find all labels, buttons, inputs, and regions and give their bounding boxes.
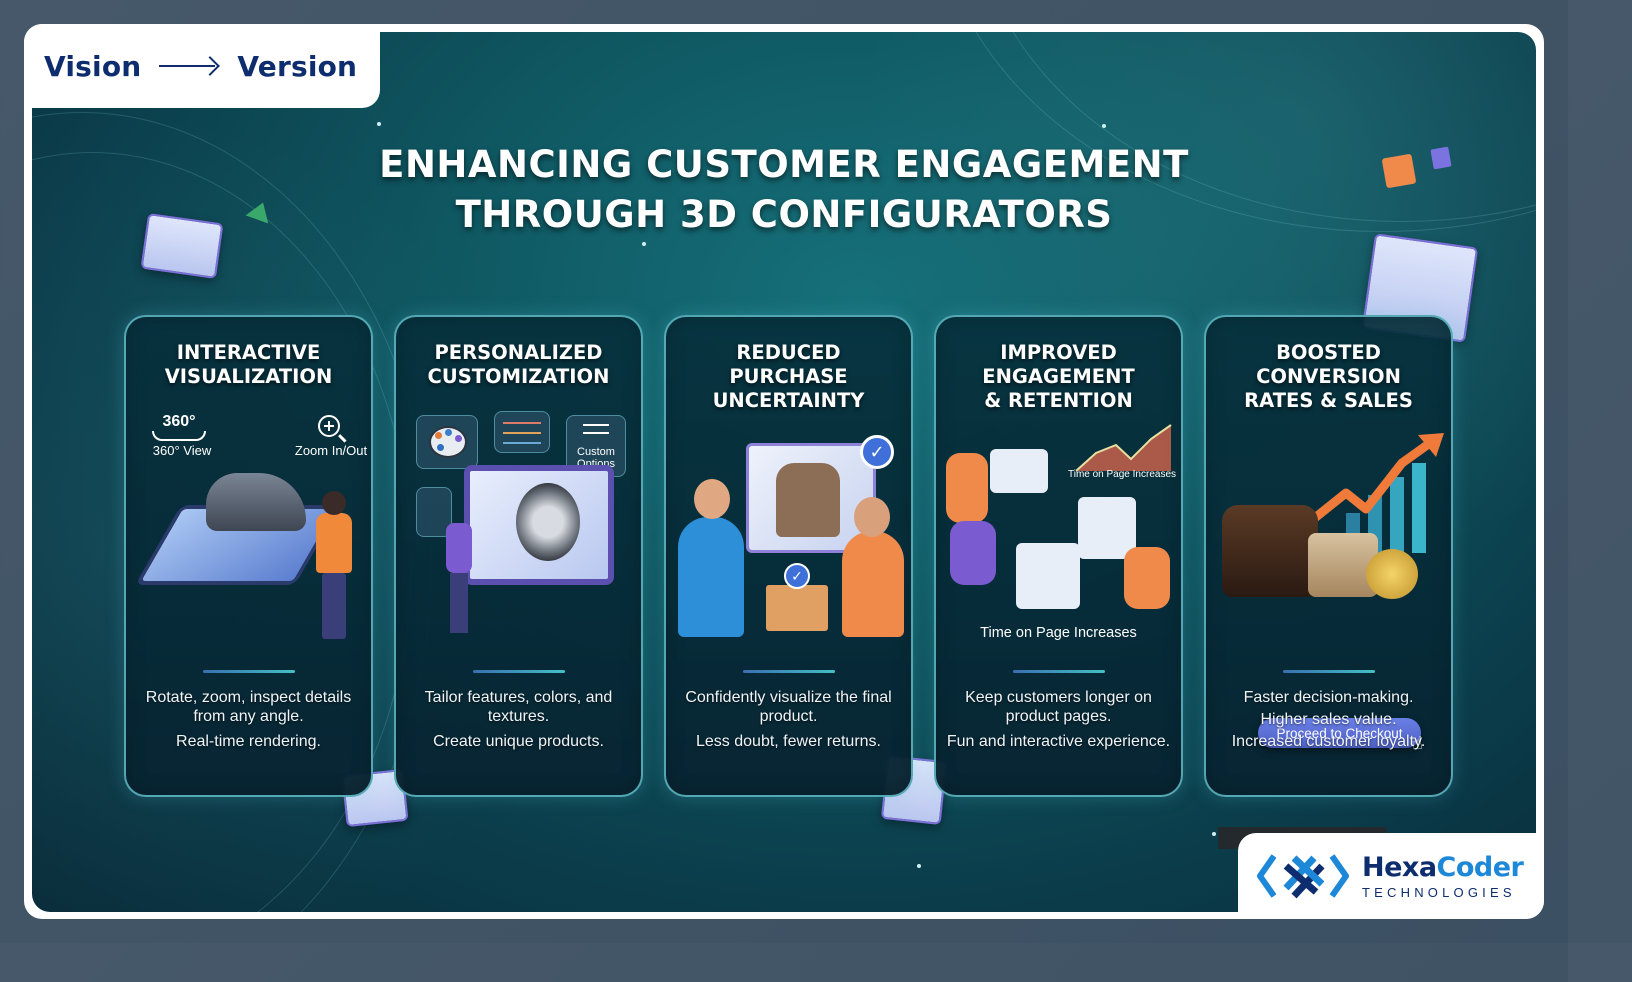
zoom-in-icon [318,415,347,443]
card-divider [472,670,565,673]
sunglasses-card [990,449,1048,493]
proceed-to-checkout-button[interactable]: Proceed to Checkout [1258,718,1421,748]
person-legs-graphic [322,573,346,639]
rotate-360-icon: 360° [144,413,214,441]
card-interactive-visualization: INTERACTIVE VISUALIZATION 360° 360° View… [124,315,373,797]
product-card [1016,543,1080,609]
illustration-3d-shoe: 360° 360° View Zoom In/Out [134,413,367,643]
chart-caption: Time on Page Increases [1067,469,1177,480]
chair-graphic [776,463,840,537]
sparkle-dot [1102,124,1106,128]
coins-graphic [1366,549,1418,599]
card-description: Tailor features, colors, and textures. C… [424,689,613,750]
logo-name: HexaCoder [1362,851,1524,883]
card-divider [1012,670,1105,673]
card-reduced-purchase-uncertainty: REDUCED PURCHASE UNCERTAINTY ✓ ✓ Confide… [664,315,913,797]
card-title: BOOSTED CONVERSION RATES & SALES [1244,341,1413,412]
card-description: Keep customers longer on product pages. … [946,689,1171,750]
sparkle-dot [642,242,646,246]
card-title-line: VISUALIZATION [164,365,333,388]
sparkle-dot [1212,832,1216,836]
man-head-graphic [694,479,730,519]
card-title: REDUCED PURCHASE UNCERTAINTY [712,341,865,412]
sparkle-dot [917,864,921,868]
sparkle-dot [377,122,381,126]
360-view-label: 360° View [152,443,212,458]
checkmark-icon: ✓ [784,563,810,589]
card-description: Rotate, zoom, inspect details from any a… [145,689,352,750]
sliders-icon [494,411,550,453]
illustration-sales-growth: Proceed to Checkout ☝ [1216,413,1444,753]
box-graphic [766,585,828,631]
card-divider [742,670,835,673]
tag-version: Version [237,49,358,83]
hand-pointer-icon: ☝ [1412,733,1423,753]
vision-version-tag: Vision Version [24,24,380,108]
hexacoder-logo-icon [1257,854,1349,899]
card-personalized-customization: PERSONALIZED CUSTOMIZATION [394,315,643,797]
time-on-page-caption: Time on Page Increases [980,625,1137,641]
shoe-graphic [206,473,306,531]
watch-graphic [516,483,580,561]
card-description: Confidently visualize the final product.… [685,689,892,750]
tag-vision: Vision [44,49,142,83]
person-graphic [946,453,988,523]
person-graphic [446,523,472,573]
card-improved-engagement: IMPROVED ENGAGEMENT & RETENTION Time on … [934,315,1183,797]
bag-graphic [1308,533,1378,597]
card-description: Faster decision-making. Higher sales val… [1231,689,1426,750]
title-line-2: THROUGH 3D CONFIGURATORS [455,193,1113,236]
checkmark-badge-icon: ✓ [860,435,894,469]
long-arrow-right-icon [159,56,219,76]
woman-head-graphic [854,497,890,537]
person-head-graphic [322,491,346,515]
person-graphic [316,513,352,573]
hexacoder-logo: HexaCoder TECHNOLOGIES [1238,833,1544,919]
person-legs-graphic [450,573,468,633]
headphones-card [1078,497,1136,559]
man-graphic [678,517,744,637]
illustration-engagement: Time on Page Increases Time on Page Incr… [946,413,1176,643]
logo-text: HexaCoder TECHNOLOGIES [1362,851,1524,900]
illustration-chair-preview: ✓ ✓ [676,413,904,643]
illustration-watch-customizer: Custom Options [406,411,631,643]
card-boosted-conversion: BOOSTED CONVERSION RATES & SALES Proceed… [1204,315,1453,797]
trend-chart-icon [1076,424,1172,472]
zoom-label: Zoom In/Out [294,443,368,458]
person-graphic [1124,547,1170,609]
card-title: INTERACTIVE VISUALIZATION [126,341,371,389]
handbag-graphic [1222,505,1318,597]
infographic-canvas: ENHANCING CUSTOMER ENGAGEMENT THROUGH 3D… [32,32,1536,912]
logo-subtitle: TECHNOLOGIES [1362,884,1516,900]
card-title: PERSONALIZED CUSTOMIZATION [427,341,610,388]
benefit-cards: INTERACTIVE VISUALIZATION 360° 360° View… [124,315,1454,797]
person-graphic [950,521,996,585]
card-divider [1282,670,1375,673]
card-title: IMPROVED ENGAGEMENT & RETENTION [982,341,1135,412]
woman-graphic [842,531,904,637]
card-divider [202,670,295,673]
page-title: ENHANCING CUSTOMER ENGAGEMENT THROUGH 3D… [32,140,1536,240]
title-line-1: ENHANCING CUSTOMER ENGAGEMENT [379,143,1189,186]
card-title-line: INTERACTIVE [176,341,321,364]
growth-arrow-icon [1306,433,1444,553]
palette-icon [416,415,478,469]
